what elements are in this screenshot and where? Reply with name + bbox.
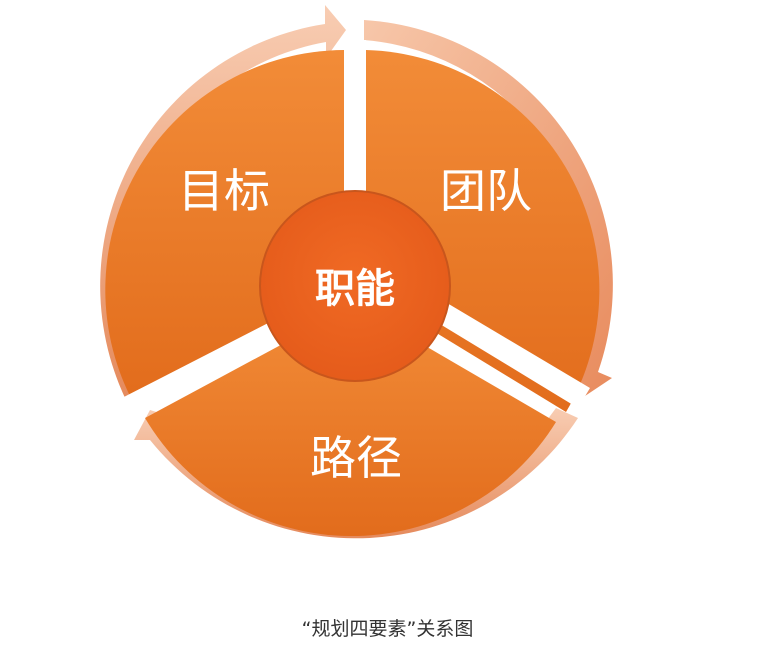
separator-top [344,40,366,210]
separator-right [430,300,590,408]
separators [122,40,590,418]
segment-label-top-left: 目标 [178,164,270,218]
segment-bottom [145,305,556,537]
separator-left [122,318,290,418]
segment-label-bottom: 路径 [310,431,402,485]
ring-arc-right [364,20,613,398]
cycle-diagram: 职能 目标 团队 路径 [100,5,613,539]
segment-label-top-right: 团队 [440,164,532,218]
center-circle [259,190,451,382]
diagram-caption: “规划四要素”关系图 [301,618,474,640]
center-label: 职能 [315,266,395,312]
